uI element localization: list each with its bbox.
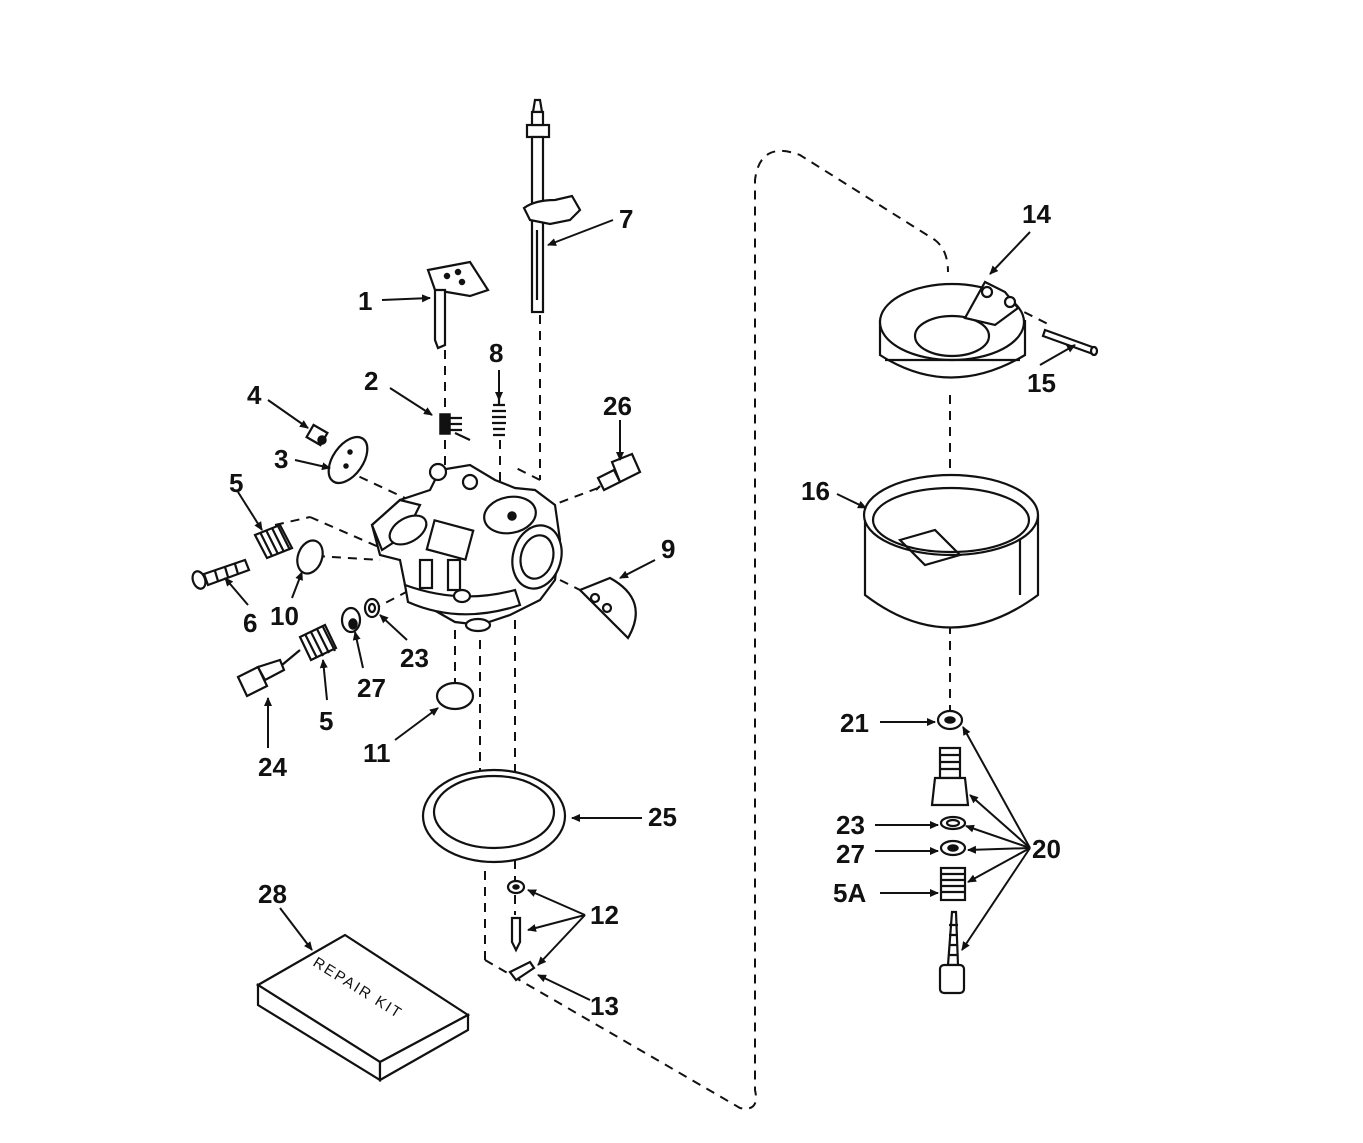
needle-valve-part-24 [236, 649, 301, 698]
callout-5-lower: 5 [319, 706, 333, 736]
callout-23-right: 23 [836, 810, 865, 840]
leader-lines [224, 219, 1076, 1001]
bowl-adjusting-needle-part [938, 910, 966, 995]
callout-13: 13 [590, 991, 619, 1021]
callout-labels: 1 2 3 4 5 6 7 8 26 9 10 23 27 5 24 11 25… [229, 199, 1061, 1021]
gasket-part-9 [578, 576, 637, 640]
callout-7: 7 [619, 204, 633, 234]
washer-part-27-right [939, 839, 967, 857]
o-ring-part-23-left [363, 597, 381, 619]
screw-part-6 [191, 558, 251, 590]
needle-seat-part-12 [506, 879, 526, 953]
washer-part-21 [936, 709, 964, 731]
callout-5-upper: 5 [229, 468, 243, 498]
callout-1: 1 [358, 286, 372, 316]
carburetor-body [370, 462, 563, 633]
callout-24: 24 [258, 752, 287, 782]
float-part-14 [878, 280, 1027, 379]
callout-4: 4 [247, 380, 262, 410]
screw-part-4 [305, 423, 329, 447]
callout-23-left: 23 [400, 643, 429, 673]
o-ring-part-10 [296, 539, 324, 575]
callout-12: 12 [590, 900, 619, 930]
callout-10: 10 [270, 601, 299, 631]
float-pin-part-15 [1041, 328, 1099, 357]
callout-8: 8 [489, 338, 503, 368]
callout-14: 14 [1022, 199, 1051, 229]
assembly-boundary-dashed-outline [484, 150, 949, 1110]
spring-part-8 [492, 398, 506, 437]
callout-25: 25 [648, 802, 677, 832]
spring-part-5A [939, 866, 967, 902]
spring-part-5-lower [298, 623, 338, 662]
callout-28: 28 [258, 879, 287, 909]
fuel-bowl-part-16 [862, 473, 1040, 629]
callout-5A: 5A [833, 878, 866, 908]
washer-part-27-left [340, 606, 362, 634]
callout-11: 11 [363, 738, 391, 768]
callout-6: 6 [243, 608, 257, 638]
callout-20: 20 [1032, 834, 1061, 864]
callout-27-right: 27 [836, 839, 865, 869]
throttle-plate-part [327, 435, 369, 485]
callout-21: 21 [840, 708, 869, 738]
lever-bracket-part [426, 260, 490, 350]
throttle-shaft-part [522, 98, 582, 314]
clip-part-13 [508, 960, 536, 982]
spring-part-2 [439, 413, 471, 441]
fuel-fitting-part [595, 452, 642, 492]
callout-15: 15 [1027, 368, 1056, 398]
o-ring-part-23-right [939, 815, 967, 831]
callout-16: 16 [801, 476, 830, 506]
callout-26: 26 [603, 391, 632, 421]
callout-9: 9 [661, 534, 675, 564]
bowl-gasket-part-25 [421, 768, 567, 864]
callout-3: 3 [274, 444, 288, 474]
spring-part-5-upper [253, 523, 294, 560]
callout-2: 2 [364, 366, 378, 396]
callout-27-left: 27 [357, 673, 386, 703]
bowl-nut-part [930, 746, 970, 807]
welch-plug-part-11 [435, 681, 475, 711]
repair-kit-box-part-28: REPAIR KIT [255, 933, 471, 1082]
